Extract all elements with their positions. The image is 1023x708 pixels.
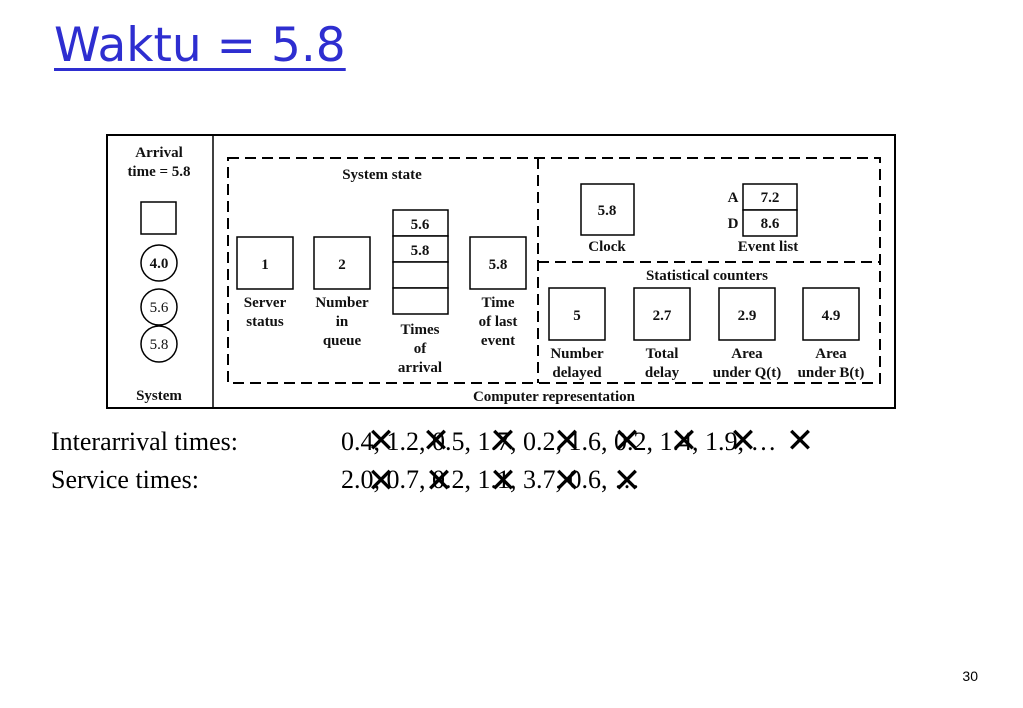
event-list-label: Event list [738, 239, 798, 255]
clock-box [580, 183, 635, 236]
times-of-arrival-cell [392, 287, 449, 315]
times-of-arrival-cell [392, 235, 449, 263]
counter-box [548, 287, 606, 341]
server-status-label: status [246, 314, 284, 330]
time-of-last-event-label: event [481, 333, 515, 349]
server-status-box [236, 236, 294, 290]
cross-mark-icon: ✕ [669, 421, 699, 461]
times-of-arrival-value: 5.8 [411, 243, 430, 259]
event-list-value: 8.6 [761, 216, 780, 232]
computer-representation-boundary [227, 157, 881, 384]
counter-value: 2.9 [738, 308, 757, 324]
times-of-arrival-cell [392, 261, 449, 289]
arrival-time-label-line2: time = 5.8 [127, 164, 190, 180]
cross-mark-icon: ✕ [785, 421, 815, 461]
counter-label: Area [731, 346, 763, 362]
queue-circle-value: 4.0 [150, 256, 169, 272]
slide-title: Waktu = 5.8 [54, 18, 346, 73]
server-status-label: Server [244, 295, 287, 311]
counter-label: delayed [552, 365, 602, 381]
counter-box [633, 287, 691, 341]
server-status-value: 1 [261, 257, 269, 273]
cross-mark-icon: ✕ [488, 461, 518, 501]
number-in-queue-label: in [336, 314, 349, 330]
cross-mark-icon: ✕ [366, 421, 396, 461]
cross-mark-icon: ✕ [421, 421, 451, 461]
cross-mark-icon: ✕ [728, 421, 758, 461]
queue-circle [140, 244, 178, 282]
time-of-last-event-box [469, 236, 527, 290]
event-list-cell [742, 183, 798, 211]
counter-label: delay [645, 365, 680, 381]
time-of-last-event-label: of last [479, 314, 518, 330]
cross-mark-icon: ✕ [552, 421, 582, 461]
number-in-queue-value: 2 [338, 257, 346, 273]
system-state-title: System state [342, 167, 422, 183]
number-in-queue-label: queue [323, 333, 362, 349]
diagram-frame [106, 134, 896, 409]
counter-box [718, 287, 776, 341]
queue-circle-value: 5.8 [150, 337, 169, 353]
queue-circle [140, 325, 178, 363]
time-of-last-event-label: Time [481, 295, 514, 311]
counter-label: under B(t) [798, 365, 865, 381]
event-list-cell [742, 209, 798, 237]
counter-label: Area [815, 346, 847, 362]
system-footer-label: System [136, 388, 182, 404]
times-of-arrival-label: arrival [398, 360, 442, 376]
cross-mark-icon: ✕ [366, 461, 396, 501]
cross-mark-icon: ✕ [612, 421, 642, 461]
event-list-value: 7.2 [761, 190, 780, 206]
number-in-queue-label: Number [315, 295, 369, 311]
times-of-arrival-label: Times [401, 322, 440, 338]
server-square [140, 201, 177, 235]
simulation-diagram: Arrival time = 5.8 4.0 5.6 5.8 System Co… [106, 134, 896, 409]
queue-circle [140, 288, 178, 326]
interarrival-times-values: 0.4, 1.2, 0.5, 1.7, 0.2, 1.6, 0.2, 1.4, … [341, 427, 777, 456]
page-number: 30 [962, 668, 978, 684]
counter-label: Total [646, 346, 679, 362]
statistical-counters-title: Statistical counters [646, 268, 768, 284]
number-in-queue-box [313, 236, 371, 290]
clock-label: Clock [588, 239, 626, 255]
counter-box [802, 287, 860, 341]
service-times-label: Service times: [51, 465, 200, 494]
cross-mark-icon: ✕ [424, 461, 454, 501]
clock-value: 5.8 [598, 203, 617, 219]
counter-value: 4.9 [822, 308, 841, 324]
counter-value: 2.7 [653, 308, 672, 324]
arrival-time-label-line1: Arrival [135, 145, 182, 161]
interarrival-times-label: Interarrival times: [51, 427, 238, 456]
times-of-arrival-value: 5.6 [411, 217, 430, 233]
computer-footer-label: Computer representation [473, 389, 636, 405]
cross-mark-icon: ✕ [488, 421, 518, 461]
event-list-key: D [728, 216, 739, 232]
times-of-arrival-label: of [414, 341, 428, 357]
cross-mark-icon: ✕ [552, 461, 582, 501]
counter-label: under Q(t) [713, 365, 781, 381]
queue-circle-value: 5.6 [150, 300, 169, 316]
event-list-key: A [728, 190, 739, 206]
time-of-last-event-value: 5.8 [489, 257, 508, 273]
service-times-values: 2.0, 0.7, 0.2, 1.1, 3.7, 0.6, … [341, 465, 640, 494]
times-of-arrival-cell [392, 209, 449, 237]
counter-value: 5 [573, 308, 581, 324]
counter-label: Number [550, 346, 604, 362]
cross-mark-icon: ✕ [612, 461, 642, 501]
